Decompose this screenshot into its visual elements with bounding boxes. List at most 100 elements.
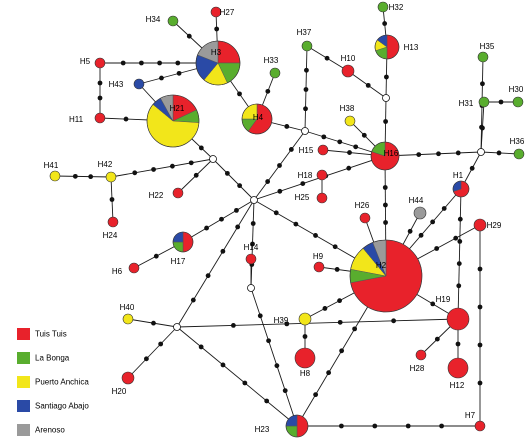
link-H16-n_e (384, 151, 482, 157)
pie-slice (341, 64, 355, 78)
haplotype-node-h39 (298, 312, 312, 326)
mutation-step (382, 185, 388, 190)
mutation-step (123, 116, 129, 122)
haplotype-node-h44 (413, 206, 427, 220)
haplotype-node-h6 (128, 262, 140, 274)
mutation-step (416, 152, 422, 157)
median-vector (250, 196, 258, 204)
haplotype-label: H1 (453, 171, 464, 180)
haplotype-node-h29 (473, 218, 487, 232)
haplotype-label: H22 (149, 191, 164, 200)
haplotype-label: H7 (465, 411, 476, 420)
haplotype-label: H5 (80, 57, 91, 66)
mutation-step (273, 210, 279, 216)
mutation-step (300, 181, 306, 187)
haplotype-node-h27 (210, 6, 222, 18)
pie-slice (298, 312, 312, 326)
mutation-step (132, 170, 138, 176)
mutation-step (88, 174, 94, 180)
link-n_b-n_h (176, 199, 255, 328)
pie-slice (477, 51, 489, 63)
haplotype-node-h4 (241, 103, 273, 135)
mutation-step (326, 370, 332, 376)
haplotype-label: H15 (299, 146, 314, 155)
pie-slice (359, 212, 371, 224)
pie-outline (146, 94, 200, 148)
haplotype-node-h17 (172, 231, 194, 253)
pie-slice (415, 349, 427, 361)
mutation-step (190, 297, 196, 303)
pie-slice (316, 169, 328, 181)
mutation-step (469, 165, 475, 171)
pie-slice (313, 261, 325, 273)
haplotype-label: H23 (255, 425, 270, 434)
pie-outline (452, 180, 470, 198)
mutation-step (97, 95, 103, 101)
mutation-step (418, 232, 424, 238)
mutation-step (322, 306, 328, 311)
mutation-step (277, 163, 282, 168)
link-n_h-H20 (127, 326, 178, 379)
mutation-step (456, 283, 462, 289)
mutation-step (264, 398, 270, 404)
median-vector (173, 323, 181, 331)
legend-label: Arenoso (35, 426, 65, 435)
pie-outline (172, 231, 194, 253)
pie-slice (210, 6, 222, 18)
haplotype-label: H3 (211, 48, 222, 57)
haplotype-label: H6 (112, 267, 123, 276)
pie-slice (107, 216, 119, 228)
mutation-step (237, 183, 243, 189)
pie-slice (296, 414, 309, 438)
haplotype-label: H10 (341, 54, 356, 63)
mutation-step (455, 150, 461, 156)
haplotype-label: H24 (103, 231, 118, 240)
haplotype-label: H37 (297, 28, 312, 37)
haplotype-label: H38 (340, 104, 355, 113)
pie-slice (447, 357, 469, 379)
legend-swatch (17, 352, 30, 364)
pie-slice (317, 144, 329, 156)
mutation-step (434, 336, 440, 342)
haplotype-label: H35 (480, 42, 495, 51)
haplotype-label: H8 (300, 369, 311, 378)
haplotype-label: H27 (220, 8, 235, 17)
pie-slice (413, 206, 427, 220)
haplotype-label: H36 (510, 137, 525, 146)
mutation-step (176, 70, 182, 76)
haplotype-node-h28 (415, 349, 427, 361)
mutation-step (439, 423, 444, 429)
haplotype-node-h43 (133, 78, 145, 90)
mutation-step (230, 322, 236, 328)
median-vector (301, 127, 309, 135)
haplotype-node-h15 (317, 144, 329, 156)
mutation-step (250, 241, 255, 247)
haplotype-node-h20 (121, 371, 135, 385)
mutation-step (120, 60, 126, 66)
mutation-step (302, 334, 308, 339)
mutation-step (198, 145, 204, 151)
haplotype-node-h24 (107, 216, 119, 228)
mutation-step (205, 273, 211, 279)
haplotype-node-h2 (349, 239, 423, 313)
legend-label: Santiago Abajo (35, 402, 89, 411)
median-vector (247, 284, 255, 292)
link-n_h-H23 (176, 326, 298, 427)
haplotype-node-h9 (313, 261, 325, 273)
haplotype-label: H41 (44, 161, 59, 170)
haplotype-node-h21 (146, 94, 200, 148)
mutation-step (158, 341, 164, 347)
haplotype-label: H13 (404, 43, 419, 52)
haplotype-node-h16 (370, 141, 400, 171)
pie-slice (316, 192, 328, 204)
link-H19-n_h (176, 318, 459, 328)
mutation-step (337, 298, 342, 304)
haplotype-label: H32 (389, 3, 404, 12)
haplotype-nodes (49, 1, 525, 438)
haplotype-node-h18 (316, 169, 328, 181)
haplotype-label: H31 (459, 99, 474, 108)
mutation-step (265, 88, 271, 94)
mutation-step (313, 233, 318, 238)
